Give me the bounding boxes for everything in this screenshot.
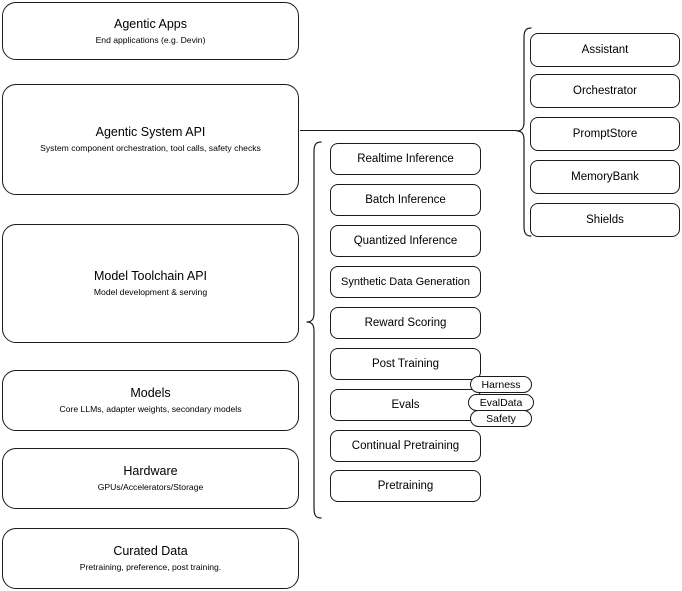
layer-subtitle: GPUs/Accelerators/Storage	[97, 482, 204, 492]
layer-box-hardware[interactable]: Hardware GPUs/Accelerators/Storage	[2, 448, 299, 509]
layer-title: Models	[130, 386, 171, 400]
chip-post-training[interactable]: Post Training	[330, 348, 481, 380]
chip-shields[interactable]: Shields	[530, 203, 680, 237]
chip-pretraining[interactable]: Pretraining	[330, 470, 481, 502]
layer-subtitle: Model development & serving	[93, 287, 208, 297]
layer-title: Agentic System API	[95, 125, 206, 139]
chip-synthetic-data-generation[interactable]: Synthetic Data Generation	[330, 266, 481, 298]
layer-subtitle: System component orchestration, tool cal…	[40, 143, 261, 153]
chip-quantized-inference[interactable]: Quantized Inference	[330, 225, 481, 257]
chip-continual-pretraining[interactable]: Continual Pretraining	[330, 430, 481, 462]
pill-evaldata[interactable]: EvalData	[468, 394, 534, 411]
layer-subtitle: Core LLMs, adapter weights, secondary mo…	[59, 404, 242, 414]
chip-memorybank[interactable]: MemoryBank	[530, 160, 680, 194]
layer-title: Curated Data	[113, 544, 188, 558]
brace-model-toolchain	[306, 141, 322, 519]
layer-box-agentic-apps[interactable]: Agentic Apps End applications (e.g. Devi…	[2, 2, 299, 60]
layer-box-agentic-system-api[interactable]: Agentic System API System component orch…	[2, 84, 299, 195]
layer-title: Hardware	[123, 464, 178, 478]
layer-subtitle: Pretraining, preference, post training.	[79, 562, 222, 572]
layer-box-models[interactable]: Models Core LLMs, adapter weights, secon…	[2, 370, 299, 431]
connector-system-api-to-components	[300, 130, 517, 131]
brace-agentic-system-components	[516, 27, 532, 237]
layer-box-curated-data[interactable]: Curated Data Pretraining, preference, po…	[2, 528, 299, 589]
chip-reward-scoring[interactable]: Reward Scoring	[330, 307, 481, 339]
layer-title: Model Toolchain API	[93, 269, 208, 283]
layer-box-model-toolchain-api[interactable]: Model Toolchain API Model development & …	[2, 224, 299, 343]
chip-promptstore[interactable]: PromptStore	[530, 117, 680, 151]
layer-title: Agentic Apps	[114, 16, 187, 31]
layer-subtitle: End applications (e.g. Devin)	[95, 34, 206, 45]
pill-safety[interactable]: Safety	[470, 410, 532, 427]
chip-evals[interactable]: Evals	[330, 389, 481, 421]
chip-realtime-inference[interactable]: Realtime Inference	[330, 143, 481, 175]
chip-batch-inference[interactable]: Batch Inference	[330, 184, 481, 216]
pill-harness[interactable]: Harness	[470, 376, 532, 393]
chip-orchestrator[interactable]: Orchestrator	[530, 74, 680, 108]
chip-assistant[interactable]: Assistant	[530, 33, 680, 67]
